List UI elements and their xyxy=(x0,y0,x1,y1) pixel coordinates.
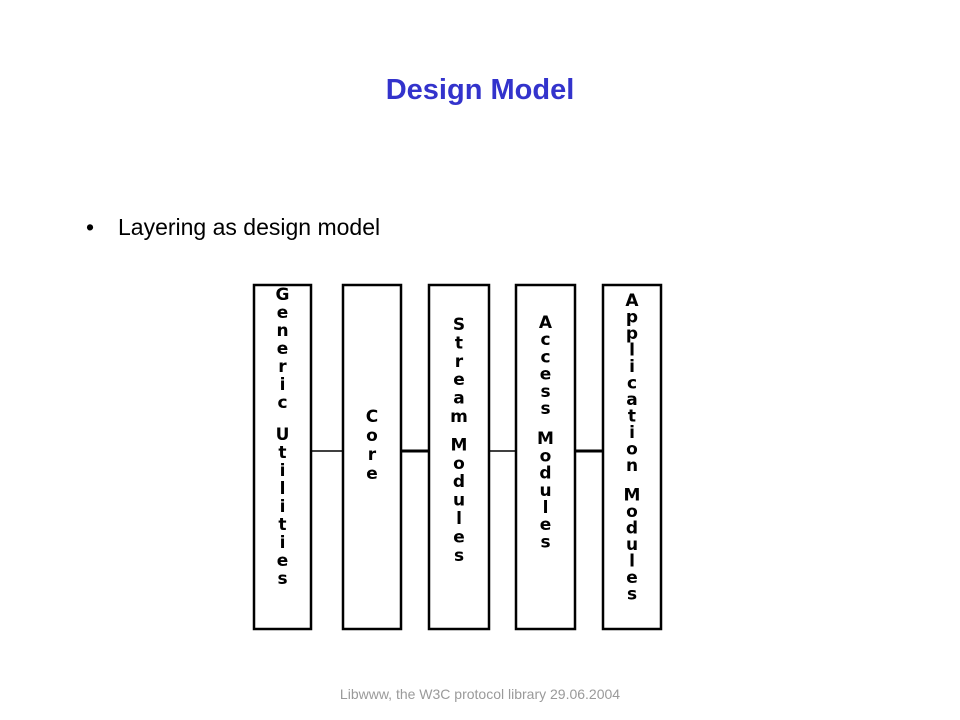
layer-box xyxy=(514,283,577,631)
bullet-text: Layering as design model xyxy=(118,214,381,240)
bullet-marker: • xyxy=(86,214,95,240)
layer-box xyxy=(341,283,403,631)
footer-text: Libwww, the W3C protocol library 29.06.2… xyxy=(339,686,621,702)
layer-box xyxy=(427,283,491,631)
slide-title: Design Model xyxy=(385,74,575,106)
layer-box xyxy=(252,283,313,631)
layer-box xyxy=(601,283,663,631)
